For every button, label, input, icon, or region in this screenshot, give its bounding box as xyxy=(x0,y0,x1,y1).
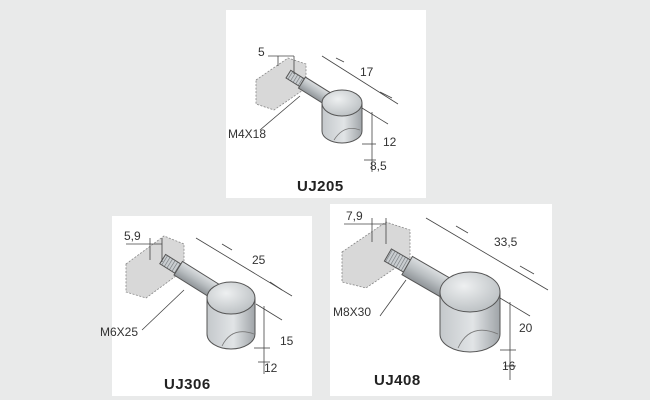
offset-label: 7,9 xyxy=(346,209,363,223)
head-diameter-label: 15 xyxy=(280,334,294,348)
bolt-size-label: M8X30 xyxy=(333,305,371,319)
offset-label: 5,9 xyxy=(124,229,141,243)
connector-uj408: 7,9 33,5 20 16 M8X30 UJ408 xyxy=(333,209,549,389)
head-uj408 xyxy=(439,271,501,353)
connector-uj306: 5,9 25 15 12 M6X25 UJ306 xyxy=(100,229,294,393)
dimension-lines-uj408 xyxy=(344,217,549,380)
head-diameter-label: 20 xyxy=(519,321,533,335)
dimension-lines-uj205 xyxy=(259,55,399,172)
head-uj205 xyxy=(321,89,363,144)
offset-label: 5 xyxy=(258,45,265,59)
connector-uj205: 5 17 12 8,5 M4X18 UJ205 xyxy=(228,45,399,195)
bolt-size-label: M6X25 xyxy=(100,325,138,339)
length-label: 33,5 xyxy=(494,235,518,249)
model-label: UJ408 xyxy=(374,372,421,389)
length-label: 25 xyxy=(252,253,266,267)
bolt-size-label: M4X18 xyxy=(228,127,266,141)
head-depth-label: 12 xyxy=(264,361,278,375)
model-label: UJ306 xyxy=(164,376,211,393)
head-diameter-label: 12 xyxy=(383,135,397,149)
head-uj306 xyxy=(206,281,256,350)
model-label: UJ205 xyxy=(297,178,344,195)
head-depth-label: 8,5 xyxy=(370,159,387,173)
dimension-lines-uj306 xyxy=(126,237,293,374)
head-depth-label: 16 xyxy=(502,359,516,373)
length-label: 17 xyxy=(360,65,374,79)
